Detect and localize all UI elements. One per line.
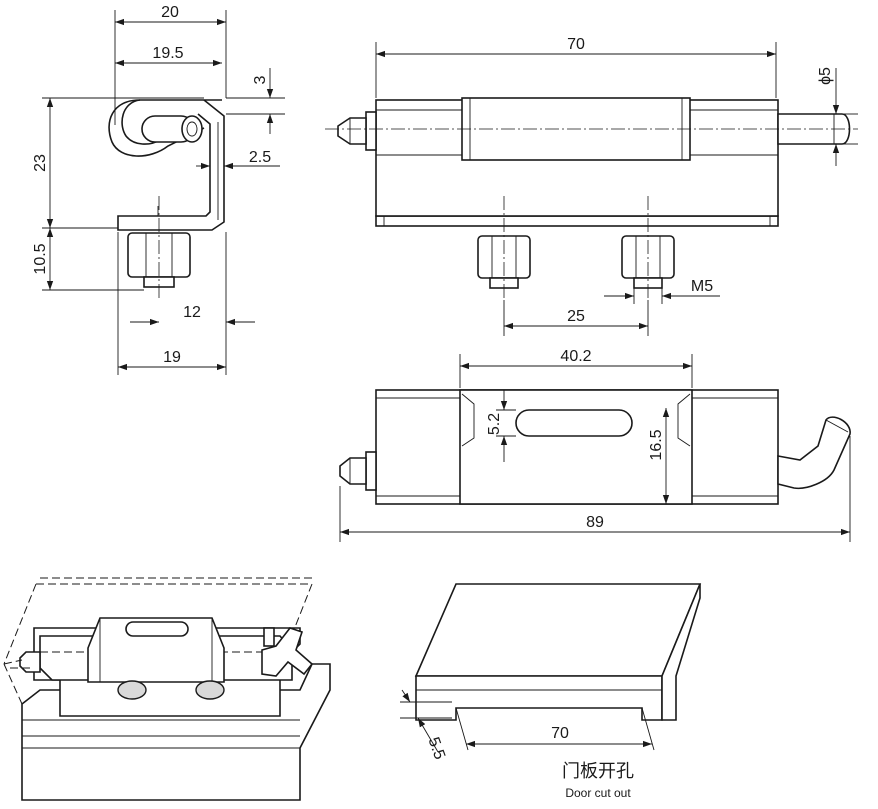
dim-side-top-width: 20 bbox=[161, 4, 179, 21]
dim-side-height: 23 bbox=[32, 154, 49, 172]
dim-slot-height: 5.2 bbox=[486, 413, 503, 435]
dim-side-wall: 2.5 bbox=[249, 149, 271, 166]
dim-side-base-width: 19 bbox=[163, 349, 181, 366]
dim-overall-length: 89 bbox=[586, 514, 604, 531]
dim-top-width: 16.5 bbox=[648, 429, 665, 460]
isometric-assembly bbox=[3, 577, 331, 801]
iso-right-pin bbox=[261, 627, 314, 677]
dim-thread: M5 bbox=[691, 278, 713, 295]
dim-top-slot-length: 40.2 bbox=[560, 348, 591, 365]
dim-pin-diameter: ϕ5 bbox=[817, 67, 834, 85]
dim-cutout-depth: 5.5 bbox=[424, 735, 448, 762]
caption-cutout-en: Door cut out bbox=[565, 786, 631, 800]
top-view: 40.2 5.2 16.5 89 bbox=[339, 348, 851, 542]
dim-side-bolt-offset: 12 bbox=[183, 304, 201, 321]
top-slot bbox=[515, 409, 633, 437]
caption-cutout-cn: 门板开孔 bbox=[562, 761, 634, 782]
front-left-nipple bbox=[337, 111, 377, 151]
front-view: 70 ϕ5 25 M5 bbox=[325, 36, 858, 336]
top-bent-pin bbox=[777, 416, 851, 490]
dim-side-lower-height: 10.5 bbox=[32, 243, 49, 274]
dim-side-inner-width: 19.5 bbox=[152, 45, 183, 62]
dim-bolt-spacing: 25 bbox=[567, 308, 585, 325]
door-cutout-view: 70 5.5 门板开孔 Door cut out bbox=[400, 583, 702, 800]
knuckle-curl bbox=[108, 99, 222, 157]
door-panel bbox=[414, 583, 702, 677]
top-left-nipple bbox=[339, 451, 377, 491]
dim-side-top-thickness: 3 bbox=[252, 75, 269, 84]
side-view: 20 19.5 3 23 2.5 10.5 12 19 bbox=[32, 4, 285, 375]
front-base-plate bbox=[375, 215, 779, 227]
dim-cutout-length: 70 bbox=[551, 725, 569, 742]
dim-front-length: 70 bbox=[567, 36, 585, 53]
